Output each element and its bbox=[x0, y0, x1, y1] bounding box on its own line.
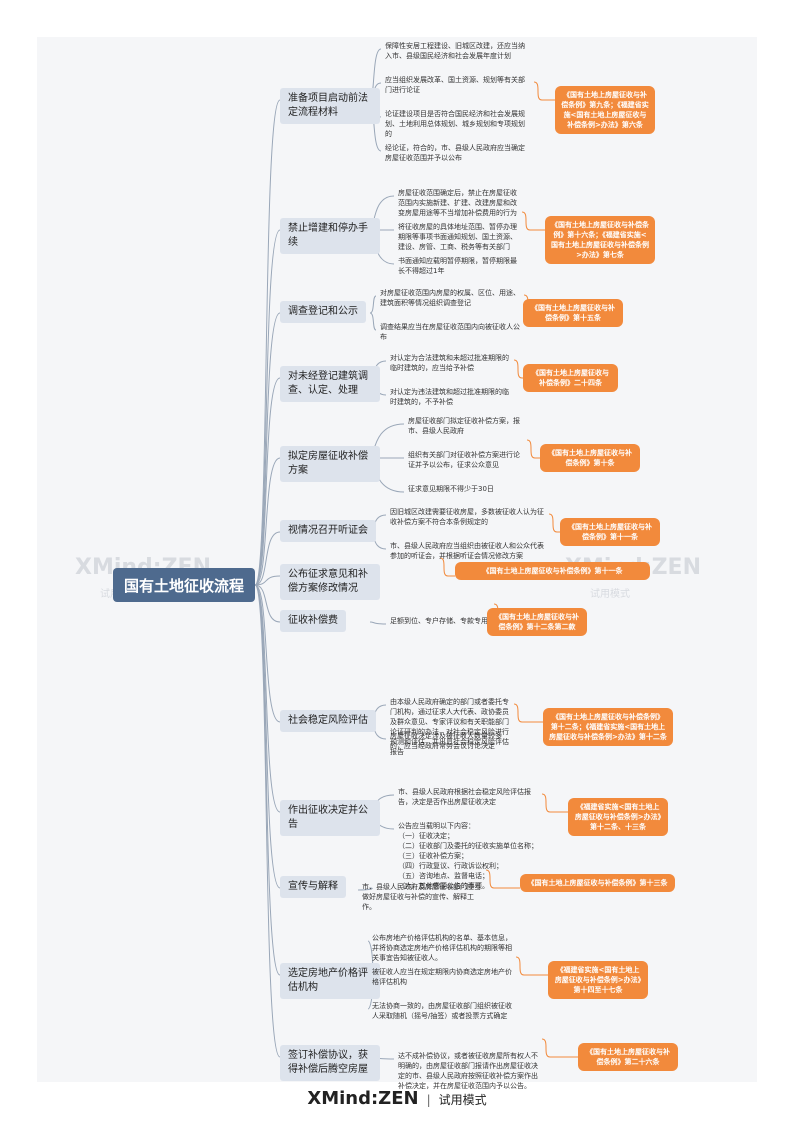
connector bbox=[254, 377, 281, 586]
law-reference[interactable]: 《国有土地上房屋征收与补偿条例》第十二条第二款 bbox=[487, 608, 587, 636]
branch-label: 公布征求意见和补偿方案修改情况 bbox=[280, 564, 380, 600]
leaf-note: 书面通知应载明暂停期限，暂停期限最长不得超过1年 bbox=[398, 257, 517, 275]
connector bbox=[254, 531, 281, 586]
branch-label: 选定房地产价格评估机构 bbox=[280, 963, 380, 999]
connector bbox=[254, 312, 281, 586]
leaf-note: 市、县级人民政府根据社会稳定风险评估报告，决定是否作出房屋征收决定 bbox=[398, 788, 531, 806]
leaf-note: 足额到位、专户存储、专款专用 bbox=[390, 617, 488, 625]
branch-topic[interactable]: 拟定房屋征收补偿方案 bbox=[280, 446, 380, 482]
branch-topic[interactable]: 视情况召开听证会 bbox=[280, 520, 380, 542]
connector bbox=[548, 513, 560, 533]
leaf-note: 因旧城区改建需要征收房屋，多数被征收人认为征收补偿方案不符合本条例规定的 bbox=[390, 508, 544, 526]
leaf-note: 市、县级人民政府应当组织由被征收人和公众代表参加的听证会，并根据听证会情况修改方… bbox=[390, 542, 544, 560]
leaf-note: 无法协商一致的，由房屋征收部门组织被征收人采取随机（摇号/抽签）或者投票方式确定 bbox=[372, 1002, 512, 1020]
branch-label: 签订补偿协议，获得补偿后腾空房屋 bbox=[280, 1045, 380, 1081]
connector bbox=[254, 229, 281, 586]
branch-label: 对未经登记建筑调查、认定、处理 bbox=[280, 366, 380, 402]
branch-label: 作出征收决定并公告 bbox=[280, 800, 380, 836]
connector bbox=[533, 81, 555, 101]
connector bbox=[254, 584, 281, 889]
footer-mode: 试用模式 bbox=[438, 1093, 487, 1107]
law-reference[interactable]: 《福建省实施<国有土地上房屋征收与补偿条例>办法》第十四至十七条 bbox=[548, 961, 648, 999]
connector bbox=[513, 359, 523, 379]
law-reference[interactable]: 《国有土地上房屋征收与补偿条例》第十一条 bbox=[455, 562, 650, 580]
connector bbox=[254, 584, 281, 623]
law-reference[interactable]: 《国有土地上房屋征收与补偿条例》第十条 bbox=[540, 444, 640, 472]
branch-topic[interactable]: 作出征收决定并公告 bbox=[280, 800, 380, 836]
mindmap-canvas bbox=[37, 37, 757, 1082]
leaf-note: 征求意见期限不得少于30日 bbox=[408, 485, 494, 493]
law-reference[interactable]: 《国有土地上房屋征收与补偿条例》第十一条 bbox=[560, 518, 660, 546]
leaf-note: 对认定为违法建筑和超过批准期限的临时建筑的，不予补偿 bbox=[390, 388, 509, 406]
connector bbox=[526, 439, 540, 459]
footer-separator: | bbox=[426, 1093, 431, 1107]
branch-label: 征收补偿费 bbox=[280, 610, 346, 632]
leaf-note: 保障性安居工程建设、旧城区改建，还应当纳入市、县级国民经济和社会发展年度计划 bbox=[385, 42, 525, 60]
branch-topic[interactable]: 宣传与解释 bbox=[280, 876, 380, 898]
branch-label: 拟定房屋征收补偿方案 bbox=[280, 446, 380, 482]
leaf-note: 应当组织发展改革、国土资源、规划等有关部门进行论证 bbox=[385, 76, 525, 94]
leaf-note: 对认定为合法建筑和未超过批准期限的临时建筑的，应当给予补偿 bbox=[390, 354, 509, 372]
law-reference[interactable]: 《国有土地上房屋征收与补偿条例》第二十六条 bbox=[578, 1043, 678, 1071]
connector bbox=[254, 575, 281, 586]
connector bbox=[485, 869, 520, 889]
branch-topic[interactable]: 选定房地产价格评估机构 bbox=[280, 963, 380, 999]
law-reference[interactable]: 《国有土地上房屋征收与补偿条例》二十四条 bbox=[523, 364, 618, 392]
connector bbox=[254, 584, 281, 723]
leaf-note: 市、县级人民政府及房屋征收部门应当做好房屋征收与补偿的宣传、解释工作。 bbox=[362, 883, 481, 911]
branch-label: 社会稳定风险评估 bbox=[280, 710, 376, 732]
leaf-note: 公布房地产价格评估机构的名单、基本信息，并将协商选定房地产价格评估机构的期限等相… bbox=[372, 934, 512, 962]
connector bbox=[369, 312, 377, 331]
footer-brand: XMind:ZEN bbox=[307, 1088, 419, 1109]
watermark-right-mode: 试用模式 bbox=[590, 589, 630, 600]
leaf-note: 调查结果应当在房屋征收范围内向被征收人公布 bbox=[380, 323, 520, 341]
leaf-note: 房屋征收决定涉及被征收人数量较多的，应当经政府常务会议讨论决定 bbox=[390, 732, 502, 750]
branch-topic[interactable]: 签订补偿协议，获得补偿后腾空房屋 bbox=[280, 1045, 380, 1081]
leaf-note: 将征收房屋的具体地址范围、暂停办理期限等事项书面通知规划、国土资源、建设、房管、… bbox=[398, 223, 517, 251]
leaf-note: 被征收人应当在规定期限内协商选定房地产价格评估机构 bbox=[372, 968, 512, 986]
branch-topic[interactable]: 征收补偿费 bbox=[280, 610, 380, 632]
law-reference[interactable]: 《国有土地上房屋征收与补偿条例》第十二条；《福建省实施<国有土地上房屋征收与补偿… bbox=[543, 708, 673, 746]
law-reference[interactable]: 《国有土地上房屋征收与补偿条例》第十三条 bbox=[520, 874, 675, 892]
connector bbox=[521, 211, 545, 231]
connector bbox=[369, 295, 377, 314]
footer: XMind:ZEN | 试用模式 bbox=[0, 1088, 794, 1109]
branch-label: 调查登记和公示 bbox=[280, 301, 366, 323]
connector bbox=[541, 1038, 578, 1058]
leaf-note: 由本级人民政府确定的部门或者委托专门机构，通过征求人大代表、政协委员及群众意见、… bbox=[390, 698, 509, 756]
connector bbox=[513, 703, 543, 723]
branch-topic[interactable]: 调查登记和公示 bbox=[280, 301, 380, 323]
branch-topic[interactable]: 对未经登记建筑调查、认定、处理 bbox=[280, 366, 380, 402]
leaf-note: 对房屋征收范围内房屋的权属、区位、用途、建筑面积等情况组织调查登记 bbox=[380, 289, 520, 307]
law-reference[interactable]: 《国有土地上房屋征收与补偿条例》第十五条 bbox=[523, 299, 623, 327]
branch-topic[interactable]: 公布征求意见和补偿方案修改情况 bbox=[280, 564, 380, 600]
connector bbox=[369, 621, 387, 625]
connector bbox=[439, 557, 455, 577]
connector bbox=[541, 793, 568, 813]
leaf-note: 房屋征收部门拟定征收补偿方案，报市、县级人民政府 bbox=[408, 417, 520, 435]
leaf-note: 论证建设项目是否符合国民经济和社会发展规划、土地利用总体规划、城乡规划和专项规划… bbox=[385, 110, 525, 138]
law-reference[interactable]: 《国有土地上房屋征收与补偿条例》第九条；《福建省实施<国有土地上房屋征收与补偿条… bbox=[555, 86, 655, 134]
branch-label: 禁止增建和停办手续 bbox=[280, 218, 380, 254]
connector bbox=[254, 99, 281, 586]
law-reference[interactable]: 《福建省实施<国有土地上房屋征收与补偿条例>办法》第十二条、十三条 bbox=[568, 798, 668, 836]
branch-label: 视情况召开听证会 bbox=[280, 520, 376, 542]
leaf-note: 公告应当载明以下内容： （一）征收决定； （二）征收部门及委托的征收实施单位名称… bbox=[398, 822, 538, 890]
branch-topic[interactable]: 禁止增建和停办手续 bbox=[280, 218, 380, 254]
connector bbox=[357, 887, 373, 891]
connector bbox=[515, 956, 548, 976]
branch-topic[interactable]: 社会稳定风险评估 bbox=[280, 710, 380, 732]
connector bbox=[254, 584, 281, 1058]
branch-topic[interactable]: 准备项目启动前法定流程材料 bbox=[280, 88, 380, 124]
connector bbox=[254, 584, 281, 813]
connector bbox=[254, 457, 281, 586]
leaf-note: 房屋征收范围确定后，禁止在房屋征收范围内实施新建、扩建、改建房屋和改变房屋用途等… bbox=[398, 189, 517, 217]
leaf-note: 组织有关部门对征收补偿方案进行论证并予以公布，征求公众意见 bbox=[408, 451, 520, 469]
branch-label: 宣传与解释 bbox=[280, 876, 346, 898]
leaf-note: 达不成补偿协议，或者被征收房屋所有权人不明确的，由房屋征收部门报请作出房屋征收决… bbox=[398, 1052, 538, 1090]
root-topic[interactable]: 国有土地征收流程 bbox=[113, 568, 255, 602]
leaf-note: 经论证，符合的，市、县级人民政府应当确定房屋征收范围并予以公布 bbox=[385, 144, 525, 162]
law-reference[interactable]: 《国有土地上房屋征收与补偿条例》第十六条；《福建省实施<国有土地上房屋征收与补偿… bbox=[545, 216, 655, 264]
branch-label: 准备项目启动前法定流程材料 bbox=[280, 88, 380, 124]
